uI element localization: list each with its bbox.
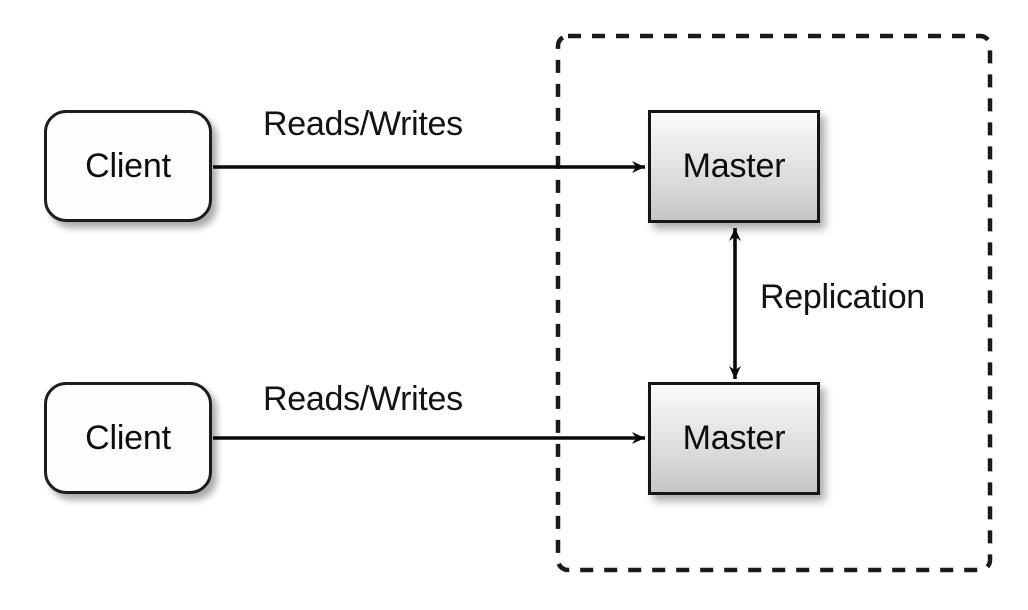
client-node-top[interactable] (44, 110, 212, 222)
replication-cluster-boundary (555, 33, 993, 573)
edge-label-reads-writes-top: Reads/Writes (263, 105, 463, 143)
edge-label-replication: Replication (760, 278, 925, 316)
master-node-top[interactable] (648, 110, 820, 223)
client-node-bottom[interactable] (44, 382, 212, 494)
edge-label-reads-writes-bottom: Reads/Writes (263, 380, 463, 418)
master-node-bottom[interactable] (648, 382, 820, 495)
